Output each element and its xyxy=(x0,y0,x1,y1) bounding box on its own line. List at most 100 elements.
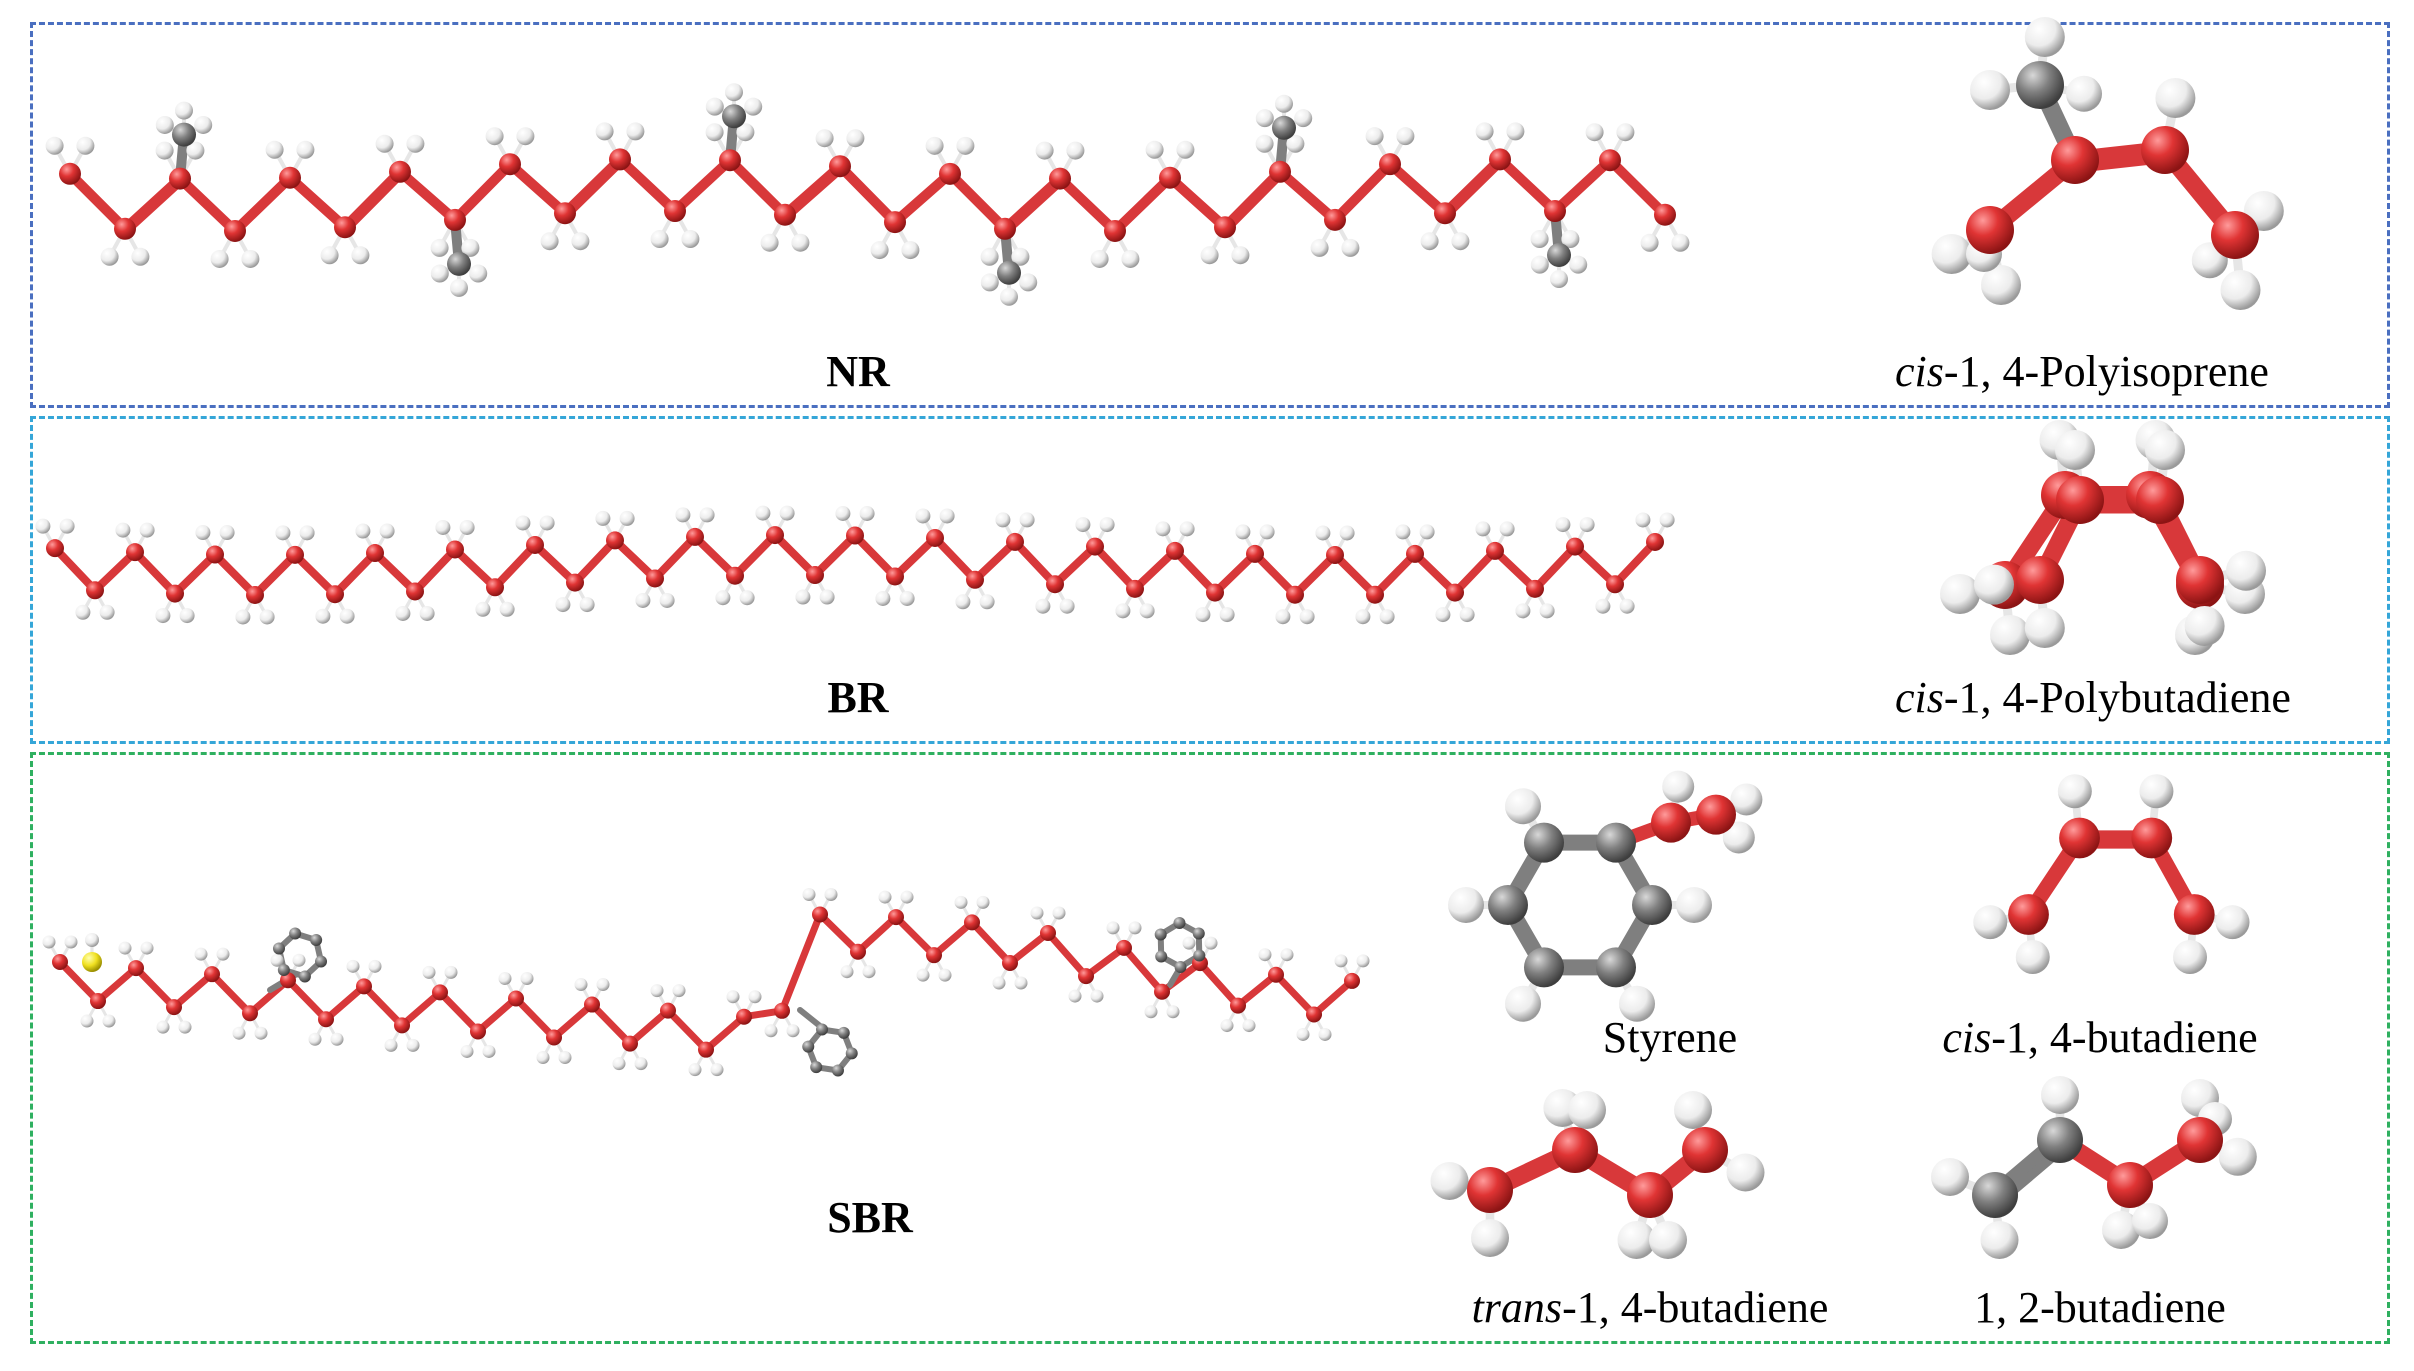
hydrogen-atom xyxy=(726,990,740,1004)
hydrogen-atom xyxy=(955,594,971,610)
bond xyxy=(1171,546,1219,597)
bond xyxy=(1051,542,1099,589)
hydrogen-atom xyxy=(2055,430,2095,470)
hydrogen-atom xyxy=(650,230,669,249)
bond xyxy=(1310,977,1356,1018)
phenyl-carbon-atom xyxy=(277,963,290,976)
bond xyxy=(550,1001,596,1042)
bond xyxy=(611,536,659,583)
hydrogen-atom xyxy=(1676,887,1712,923)
carbon-atom xyxy=(279,166,301,189)
carbon-atom xyxy=(766,526,784,545)
hydrogen-atom xyxy=(2226,550,2266,591)
hydrogen-atom xyxy=(140,941,154,955)
carbon-atom xyxy=(2016,556,2064,604)
hydrogen-atom xyxy=(540,232,559,251)
carbon-atom xyxy=(2059,817,2100,859)
hydrogen-atom xyxy=(846,129,865,148)
hydrogen-atom xyxy=(379,523,395,539)
bond xyxy=(731,531,779,580)
hydrogen-atom xyxy=(699,507,715,523)
bond xyxy=(1291,551,1339,599)
methyl-carbon-atom xyxy=(1547,243,1571,268)
hydrogen-atom xyxy=(779,505,795,521)
hydrogen-atom xyxy=(916,968,930,982)
hydrogen-atom xyxy=(1075,517,1091,533)
hydrogen-atom xyxy=(1144,1005,1158,1019)
nr-label: NR xyxy=(826,347,890,396)
hydrogen-atom xyxy=(2132,1203,2168,1239)
hydrogen-atom xyxy=(1294,109,1313,128)
hydrogen-atom xyxy=(2102,1211,2140,1249)
bond xyxy=(1006,929,1052,967)
hydrogen-atom xyxy=(1204,936,1218,950)
bond xyxy=(1411,549,1459,597)
bond xyxy=(65,168,130,234)
hydrogen-atom xyxy=(1990,615,2030,655)
bond xyxy=(491,540,539,592)
hydrogen-atom xyxy=(595,510,611,526)
vinyl-carbon-atom xyxy=(1696,794,1736,835)
hydrogen-atom xyxy=(515,515,531,531)
carbon-atom xyxy=(46,539,64,558)
bond xyxy=(778,910,824,1015)
carbon-atom xyxy=(2008,894,2049,935)
carbon-atom xyxy=(966,570,984,589)
bond xyxy=(436,988,482,1035)
hydrogen-atom xyxy=(802,887,816,901)
hydrogen-atom xyxy=(1595,598,1611,614)
hydrogen-atom xyxy=(194,947,208,961)
carbon-atom xyxy=(1230,997,1246,1014)
hydrogen-atom xyxy=(1242,1019,1256,1033)
carbon-atom xyxy=(1646,532,1664,551)
nr-monomer-label: cis-1, 4-Polyisoprene xyxy=(1895,350,2269,394)
hydrogen-atom xyxy=(419,605,435,621)
hydrogen-atom xyxy=(2218,1137,2257,1176)
hydrogen-atom xyxy=(1176,140,1195,159)
phenyl-carbon-atom xyxy=(1155,950,1168,963)
carbon-atom xyxy=(812,906,828,923)
hydrogen-atom xyxy=(254,1026,268,1040)
carbon-atom xyxy=(926,947,942,964)
hydrogen-atom xyxy=(1356,954,1370,968)
hydrogen-atom xyxy=(241,249,260,268)
carbon-atom xyxy=(664,200,686,223)
bond xyxy=(811,531,859,580)
hydrogen-atom xyxy=(1649,1221,1687,1259)
carbon-atom xyxy=(1166,541,1184,560)
carbon-atom xyxy=(1606,575,1624,594)
carbon-atom xyxy=(719,149,741,172)
ring-carbon-atom xyxy=(1596,947,1636,988)
hydrogen-atom xyxy=(100,247,119,266)
hydrogen-atom xyxy=(1059,598,1075,614)
hydrogen-atom xyxy=(155,115,174,134)
bond xyxy=(702,1013,748,1054)
hydrogen-atom xyxy=(299,525,315,541)
bond xyxy=(626,1007,672,1048)
br-label: BR xyxy=(827,673,889,722)
hydrogen-atom xyxy=(450,278,468,297)
hydrogen-atom xyxy=(2057,774,2092,809)
hydrogen-atom xyxy=(1035,598,1051,614)
hydrogen-atom xyxy=(232,1026,246,1040)
carbon-atom xyxy=(1627,1172,1673,1218)
br-panel xyxy=(30,416,2390,744)
bond xyxy=(1234,971,1280,1010)
bond xyxy=(340,166,405,233)
carbon-atom xyxy=(2056,476,2104,524)
bond xyxy=(1110,172,1175,236)
carbon-atom xyxy=(206,545,224,564)
hydrogen-atom xyxy=(1115,603,1131,619)
hydrogen-atom xyxy=(824,887,838,901)
hydrogen-atom xyxy=(1617,1221,1656,1259)
hydrogen-atom xyxy=(1980,1221,2019,1259)
hydrogen-atom xyxy=(1066,141,1085,160)
hydrogen-atom xyxy=(650,984,664,998)
hydrogen-atom xyxy=(938,968,952,982)
hydrogen-atom xyxy=(1299,609,1315,625)
bond xyxy=(1385,159,1450,219)
hydrogen-atom xyxy=(1550,270,1568,289)
bond xyxy=(1330,159,1395,225)
hydrogen-atom xyxy=(1011,247,1030,266)
